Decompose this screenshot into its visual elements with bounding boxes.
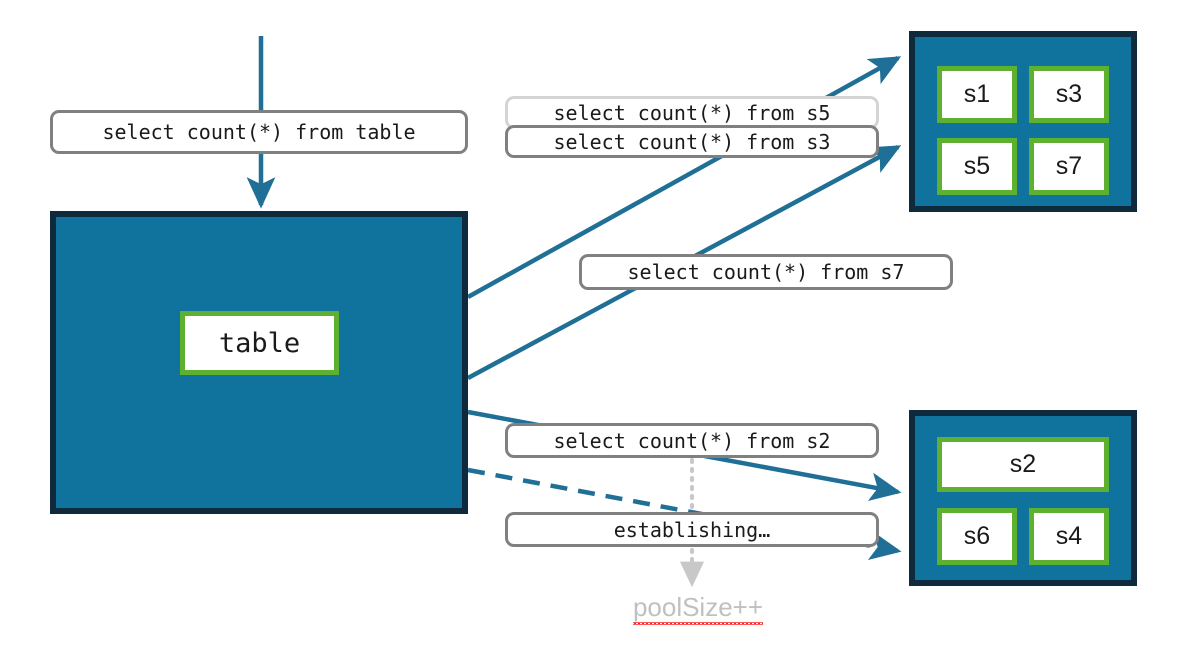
label-query-s3: select count(*) from s3 [505,125,879,158]
node-table[interactable]: table [180,311,339,375]
label-establishing: establishing… [505,512,879,547]
node-s5[interactable]: s5 [937,138,1017,195]
annotation-poolsize-text: poolSize++ [632,592,764,625]
annotation-poolsize: poolSize++ [598,592,798,623]
label-query-s7: select count(*) from s7 [579,254,953,290]
node-s2[interactable]: s2 [937,437,1109,492]
label-query-s5: select count(*) from s5 [505,96,879,129]
node-s1[interactable]: s1 [937,66,1017,123]
label-query-table: select count(*) from table [50,110,468,154]
node-s7[interactable]: s7 [1029,138,1109,195]
node-s4[interactable]: s4 [1029,508,1109,565]
label-query-s2: select count(*) from s2 [505,423,879,458]
node-s3[interactable]: s3 [1029,66,1109,123]
node-s6[interactable]: s6 [937,508,1017,565]
